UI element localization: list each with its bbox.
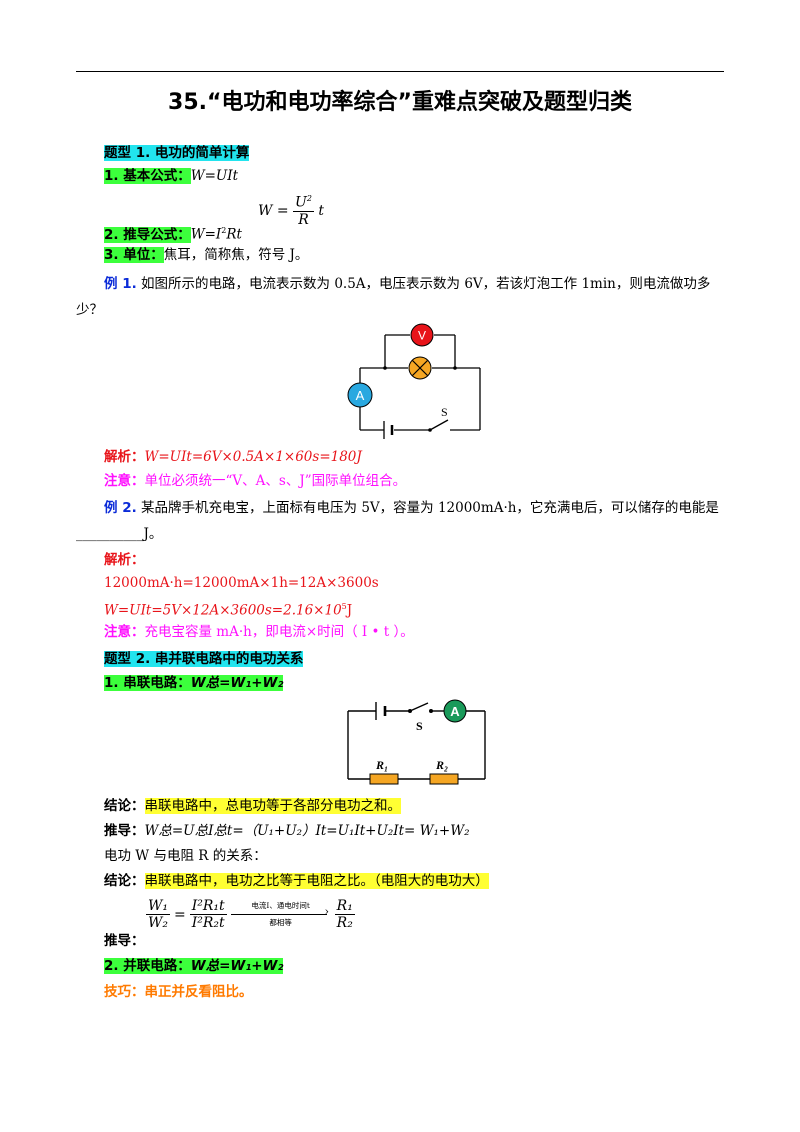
junction-right (453, 366, 457, 370)
parallel-formula-line: 2. 并联电路：W总=W₁+W₂ (104, 958, 284, 974)
r1-label: R₁ (375, 758, 388, 772)
switch-pivot (428, 428, 432, 432)
svg-text:A: A (356, 388, 365, 403)
example2-question-line2: __________J。 (76, 526, 163, 542)
derive1-line: 推导：W总=U总I总t=（U₁+U₂）It=U₁It+U₂It= W₁+W₂ (104, 823, 470, 839)
voltmeter-icon: V (410, 323, 434, 347)
unit-line: 3. 单位：焦耳，简称焦，符号 J。 (104, 247, 309, 263)
basic-formula-line: 1. 基本公式：W=UIt (104, 168, 239, 184)
section1-heading: 题型 1. 电功的简单计算 (104, 145, 250, 161)
top-rule (76, 71, 724, 72)
derived-formula-line: 2. 推导公式：W=I2Rt (104, 226, 242, 243)
arrow-head-icon: › (324, 904, 330, 918)
section2-heading: 题型 2. 串并联电路中的电功关系 (104, 651, 304, 667)
ammeter-icon: A (347, 382, 373, 408)
example2-analysis-line1: 12000mA·h=12000mA×1h=12A×3600s (104, 575, 379, 591)
derived-formula-fraction: W = U2 R t (258, 194, 325, 228)
derive2-label: 推导： (104, 933, 145, 949)
example1-analysis: 解析：W=UIt=6V×0.5A×1×60s=180J (104, 449, 362, 465)
conclusion1-line: 结论：串联电路中，总电功等于各部分电功之和。 (104, 798, 401, 814)
arrow-with-condition: 电流I、通电时间t › 都相等 (230, 900, 331, 930)
conclusion2-line: 结论：串联电路中，电功之比等于电阻之比。（电阻大的电功大） (104, 873, 489, 889)
svg-text:V: V (418, 329, 426, 343)
switch-contact (429, 709, 433, 713)
example1-question-line2: 少？ (76, 302, 103, 318)
switch-label: S (441, 405, 448, 419)
example2-question: 例 2. 某品牌手机充电宝，上面标有电压为 5V，容量为 12000mA·h，它… (104, 500, 719, 516)
r2-label: R₂ (435, 758, 448, 772)
example1-note: 注意：单位必须统一“V、A、s、J”国际单位组合。 (104, 473, 407, 489)
svg-text:A: A (450, 704, 460, 719)
ammeter-icon: A (443, 699, 467, 723)
switch-pivot (408, 709, 412, 713)
junction-left (383, 366, 387, 370)
answer-blank[interactable]: __________ (76, 526, 144, 542)
example1-question: 例 1. 如图所示的电路，电流表示数为 0.5A，电压表示数为 6V，若该灯泡工… (104, 276, 711, 292)
relation-line: 电功 W 与电阻 R 的关系： (104, 848, 267, 864)
lamp-icon (408, 356, 432, 380)
series-circuit-diagram: S A R₁ R₂ (347, 699, 486, 785)
series-formula-line: 1. 串联电路：W总=W₁+W₂ (104, 675, 284, 691)
switch-label: S (416, 719, 423, 733)
example1-circuit-diagram: V A S (347, 323, 481, 439)
example2-analysis-label: 解析： (104, 552, 145, 568)
example2-note: 注意：充电宝容量 mA·h，即电流×时间（ I • t ）。 (104, 624, 414, 640)
tip-line: 技巧：串正并反看阻比。 (104, 984, 253, 1000)
page-title: 35.“电功和电功率综合”重难点突破及题型归类 (168, 90, 632, 115)
resistor-r2 (429, 773, 459, 785)
resistor-r1 (369, 773, 399, 785)
example2-analysis-line2: W=UIt=5V×12A×3600s=2.16×105J (104, 602, 353, 619)
